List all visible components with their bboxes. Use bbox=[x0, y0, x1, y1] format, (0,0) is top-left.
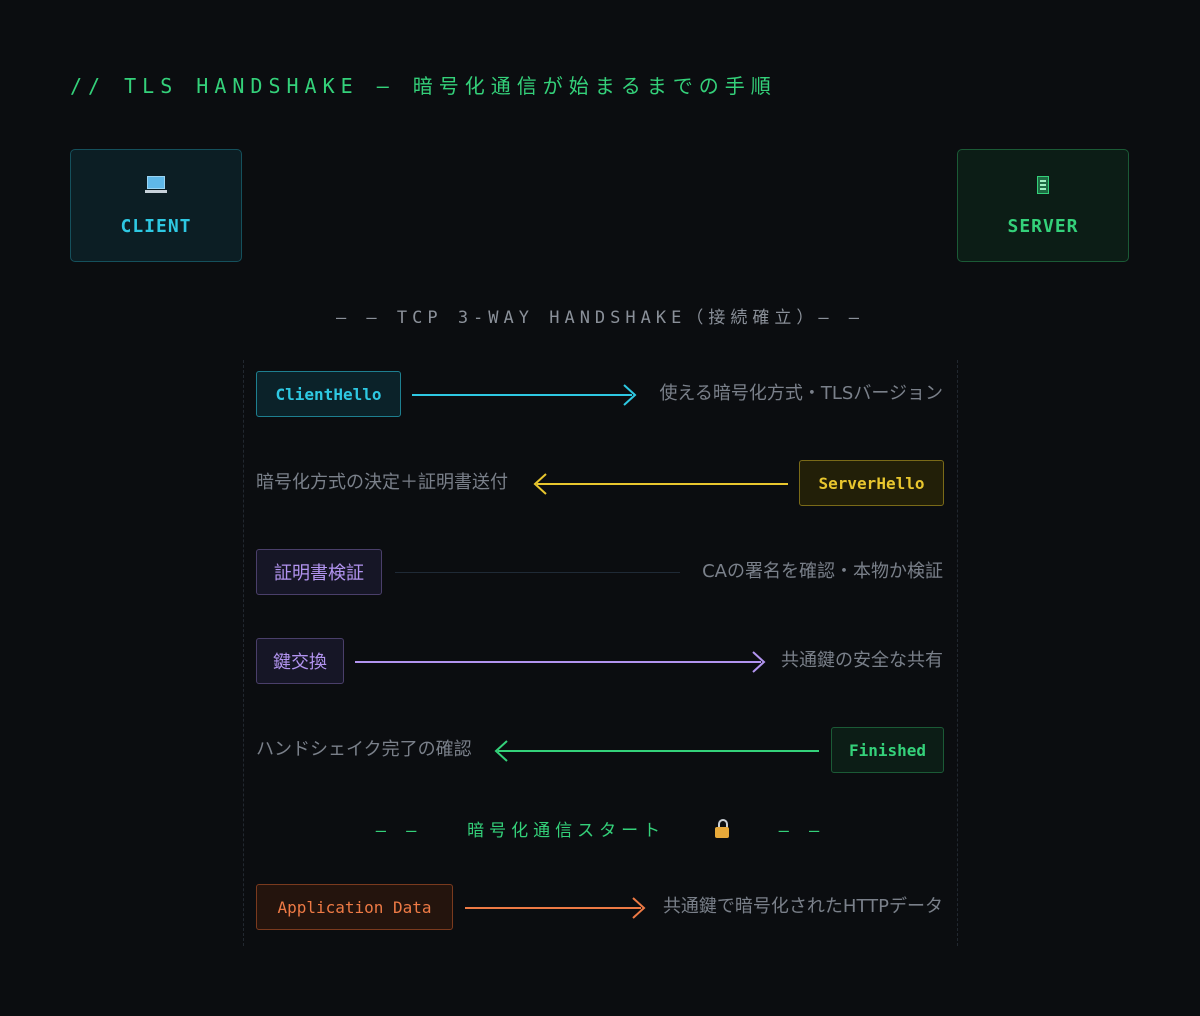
application-data-arrow bbox=[465, 907, 641, 909]
certificate-verify-badge: 証明書検証 bbox=[256, 549, 382, 595]
tcp-handshake-separator: – – TCP 3-WAY HANDSHAKE（接続確立）– – bbox=[335, 308, 865, 328]
key-exchange-badge: 鍵交換 bbox=[256, 638, 344, 684]
arrow-left-icon bbox=[532, 472, 556, 496]
client-hello-arrow bbox=[412, 394, 632, 396]
page-title: // TLS HANDSHAKE – 暗号化通信が始まるまでの手順 bbox=[70, 74, 777, 98]
application-data-badge: Application Data bbox=[256, 884, 453, 930]
server-hello-note: 暗号化方式の決定＋証明書送付 bbox=[256, 472, 508, 493]
separator-text: 暗号化通信スタート bbox=[467, 821, 666, 841]
server-label: SERVER bbox=[1007, 216, 1079, 237]
arrow-right-icon bbox=[743, 650, 767, 674]
client-label: CLIENT bbox=[120, 216, 192, 237]
step-server-hello: 暗号化方式の決定＋証明書送付 ServerHello bbox=[0, 448, 1200, 520]
finished-badge: Finished bbox=[831, 727, 944, 773]
server-icon bbox=[1037, 174, 1049, 202]
finished-arrow bbox=[498, 750, 819, 752]
client-hello-note: 使える暗号化方式・TLSバージョン bbox=[659, 383, 943, 404]
separator-right-dashes: – – bbox=[778, 821, 825, 841]
server-node: SERVER bbox=[957, 149, 1129, 262]
arrow-left-icon bbox=[493, 739, 517, 763]
client-hello-badge: ClientHello bbox=[256, 371, 401, 417]
key-exchange-arrow bbox=[355, 661, 761, 663]
step-finished: ハンドシェイク完了の確認 Finished bbox=[0, 715, 1200, 787]
step-certificate-verify: 証明書検証 CAの署名を確認・本物か検証 bbox=[0, 537, 1200, 609]
client-node: CLIENT bbox=[70, 149, 242, 262]
server-hello-badge: ServerHello bbox=[799, 460, 944, 506]
lock-icon bbox=[714, 819, 729, 838]
step-client-hello: ClientHello 使える暗号化方式・TLSバージョン bbox=[0, 359, 1200, 431]
laptop-icon bbox=[145, 174, 167, 202]
certificate-verify-note: CAの署名を確認・本物か検証 bbox=[702, 561, 943, 582]
certificate-verify-line bbox=[395, 572, 680, 573]
step-application-data: Application Data 共通鍵で暗号化されたHTTPデータ bbox=[0, 872, 1200, 944]
encrypted-communication-separator: – – 暗号化通信スタート – – bbox=[0, 816, 1200, 841]
arrow-right-icon bbox=[623, 896, 647, 920]
application-data-note: 共通鍵で暗号化されたHTTPデータ bbox=[662, 896, 943, 917]
client-lifeline bbox=[243, 360, 244, 946]
step-key-exchange: 鍵交換 共通鍵の安全な共有 bbox=[0, 626, 1200, 698]
server-lifeline bbox=[957, 360, 958, 946]
finished-note: ハンドシェイク完了の確認 bbox=[256, 739, 472, 760]
server-hello-arrow bbox=[537, 483, 788, 485]
arrow-right-icon bbox=[614, 383, 638, 407]
key-exchange-note: 共通鍵の安全な共有 bbox=[781, 650, 943, 671]
separator-left-dashes: – – bbox=[375, 821, 422, 841]
